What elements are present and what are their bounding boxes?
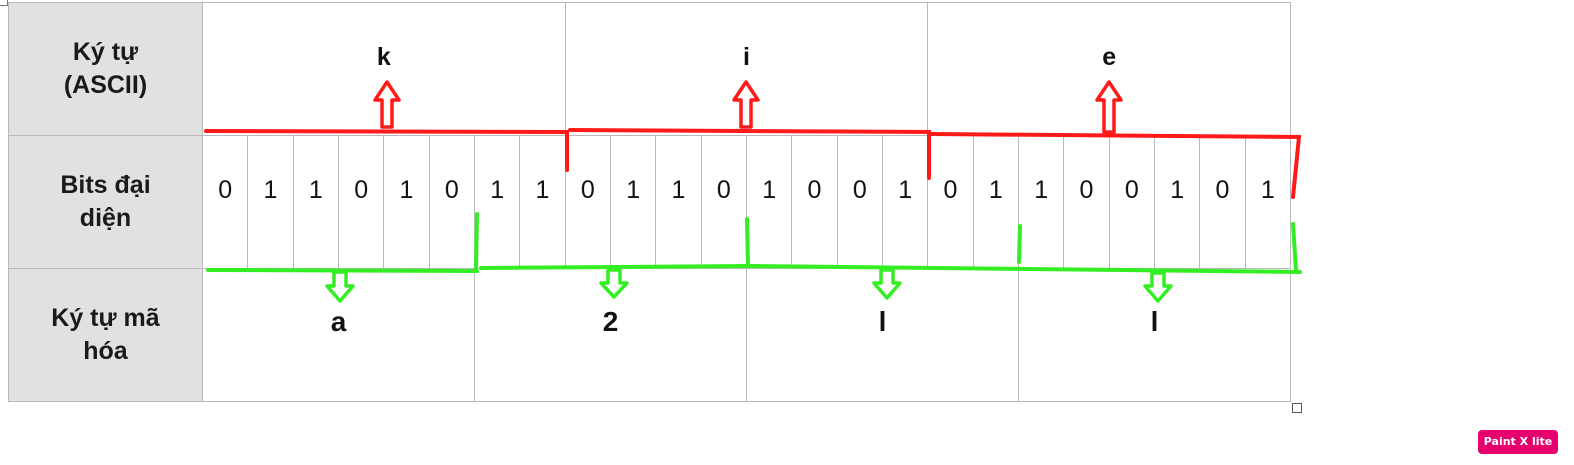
base64-divider [1291, 222, 1298, 272]
bit-cell: 1 [1153, 135, 1201, 269]
bit-cell: 0 [1108, 135, 1155, 269]
bit-value: 1 [535, 175, 550, 204]
encoded-row-header: Ký tự mã hóa [8, 268, 203, 402]
bit-value: 0 [218, 175, 233, 204]
bit-value: 0 [580, 175, 595, 204]
bit-cell: 0 [337, 135, 385, 269]
bit-cell: 1 [473, 135, 521, 269]
ascii-row-header: Ký tự (ASCII) [8, 2, 203, 136]
bit-value: 0 [1124, 175, 1139, 204]
bit-cell: 1 [519, 135, 566, 269]
bit-value: 1 [1170, 175, 1185, 204]
bit-value: 0 [354, 175, 369, 204]
bit-cell: 1 [881, 135, 929, 269]
bit-value: 1 [308, 175, 323, 204]
bit-cell: 1 [972, 135, 1020, 269]
encoded-char-cell: l [746, 268, 1019, 402]
bit-value: 0 [807, 175, 822, 204]
encoded-char-cell: l [1018, 268, 1291, 402]
bits-row-label: Bits đại diện [60, 171, 151, 232]
bit-cell: 0 [201, 135, 249, 269]
bit-cell: 0 [1063, 135, 1110, 269]
bit-value: 1 [490, 175, 505, 204]
bit-value: 1 [898, 175, 913, 204]
bit-value: 1 [762, 175, 777, 204]
base64-encoding-table: Ký tự (ASCII) k i e Bits đại diện 0 1 1 … [8, 2, 1292, 402]
bit-cell: 1 [292, 135, 339, 269]
bit-cell: 1 [1017, 135, 1065, 269]
bit-value: 0 [943, 175, 958, 204]
bit-value: 1 [988, 175, 1003, 204]
bit-cell: 1 [745, 135, 793, 269]
bit-value: 1 [671, 175, 686, 204]
ascii-char-cell: i [564, 2, 929, 136]
paint-x-lite-watermark: Paint X lite [1478, 430, 1558, 454]
encoded-char: 2 [602, 306, 619, 337]
encoded-row: Ký tự mã hóa a 2 l l [8, 268, 1291, 402]
bit-value: 1 [626, 175, 641, 204]
ascii-char: e [1102, 42, 1117, 71]
bit-cell: 1 [655, 135, 702, 269]
ascii-row-label: Ký tự (ASCII) [63, 38, 148, 99]
table-resize-handle[interactable] [1292, 403, 1302, 413]
bit-value: 1 [263, 175, 278, 204]
encoded-char-cell: 2 [474, 268, 747, 402]
bit-cell: 1 [609, 135, 657, 269]
bit-value: 0 [716, 175, 731, 204]
bits-row-header: Bits đại diện [8, 135, 203, 269]
ascii-char-cell: e [927, 2, 1291, 136]
bit-cell: 0 [1199, 135, 1246, 269]
bit-value: 1 [399, 175, 414, 204]
bit-cell: 0 [927, 135, 974, 269]
encoded-row-label: Ký tự mã hóa [51, 304, 160, 365]
ascii-row: Ký tự (ASCII) k i e [8, 2, 1291, 136]
bit-value: 0 [1215, 175, 1230, 204]
bit-value: 0 [852, 175, 867, 204]
encoded-char: l [1150, 306, 1159, 337]
encoded-char: l [878, 306, 887, 337]
bit-value: 1 [1034, 175, 1049, 204]
bit-cell: 0 [791, 135, 838, 269]
bit-value: 0 [444, 175, 459, 204]
bit-cell: 0 [836, 135, 883, 269]
ascii-char: k [376, 42, 391, 71]
bit-cell: 0 [700, 135, 748, 269]
bit-value: 1 [1260, 175, 1275, 204]
bit-cell: 0 [564, 135, 611, 269]
bit-cell: 1 [1244, 135, 1292, 269]
bit-cell: 0 [428, 135, 476, 269]
canvas-corner-mark [0, 0, 8, 6]
bit-cell: 1 [383, 135, 430, 269]
bit-value: 0 [1079, 175, 1094, 204]
encoded-char-cell: a [202, 268, 475, 402]
ascii-char: i [743, 42, 750, 71]
encoded-char: a [330, 306, 347, 337]
bits-row: Bits đại diện 0 1 1 0 1 0 1 1 0 1 1 0 1 … [8, 135, 1292, 269]
ascii-char-cell: k [202, 2, 566, 136]
bit-cell: 1 [247, 135, 294, 269]
